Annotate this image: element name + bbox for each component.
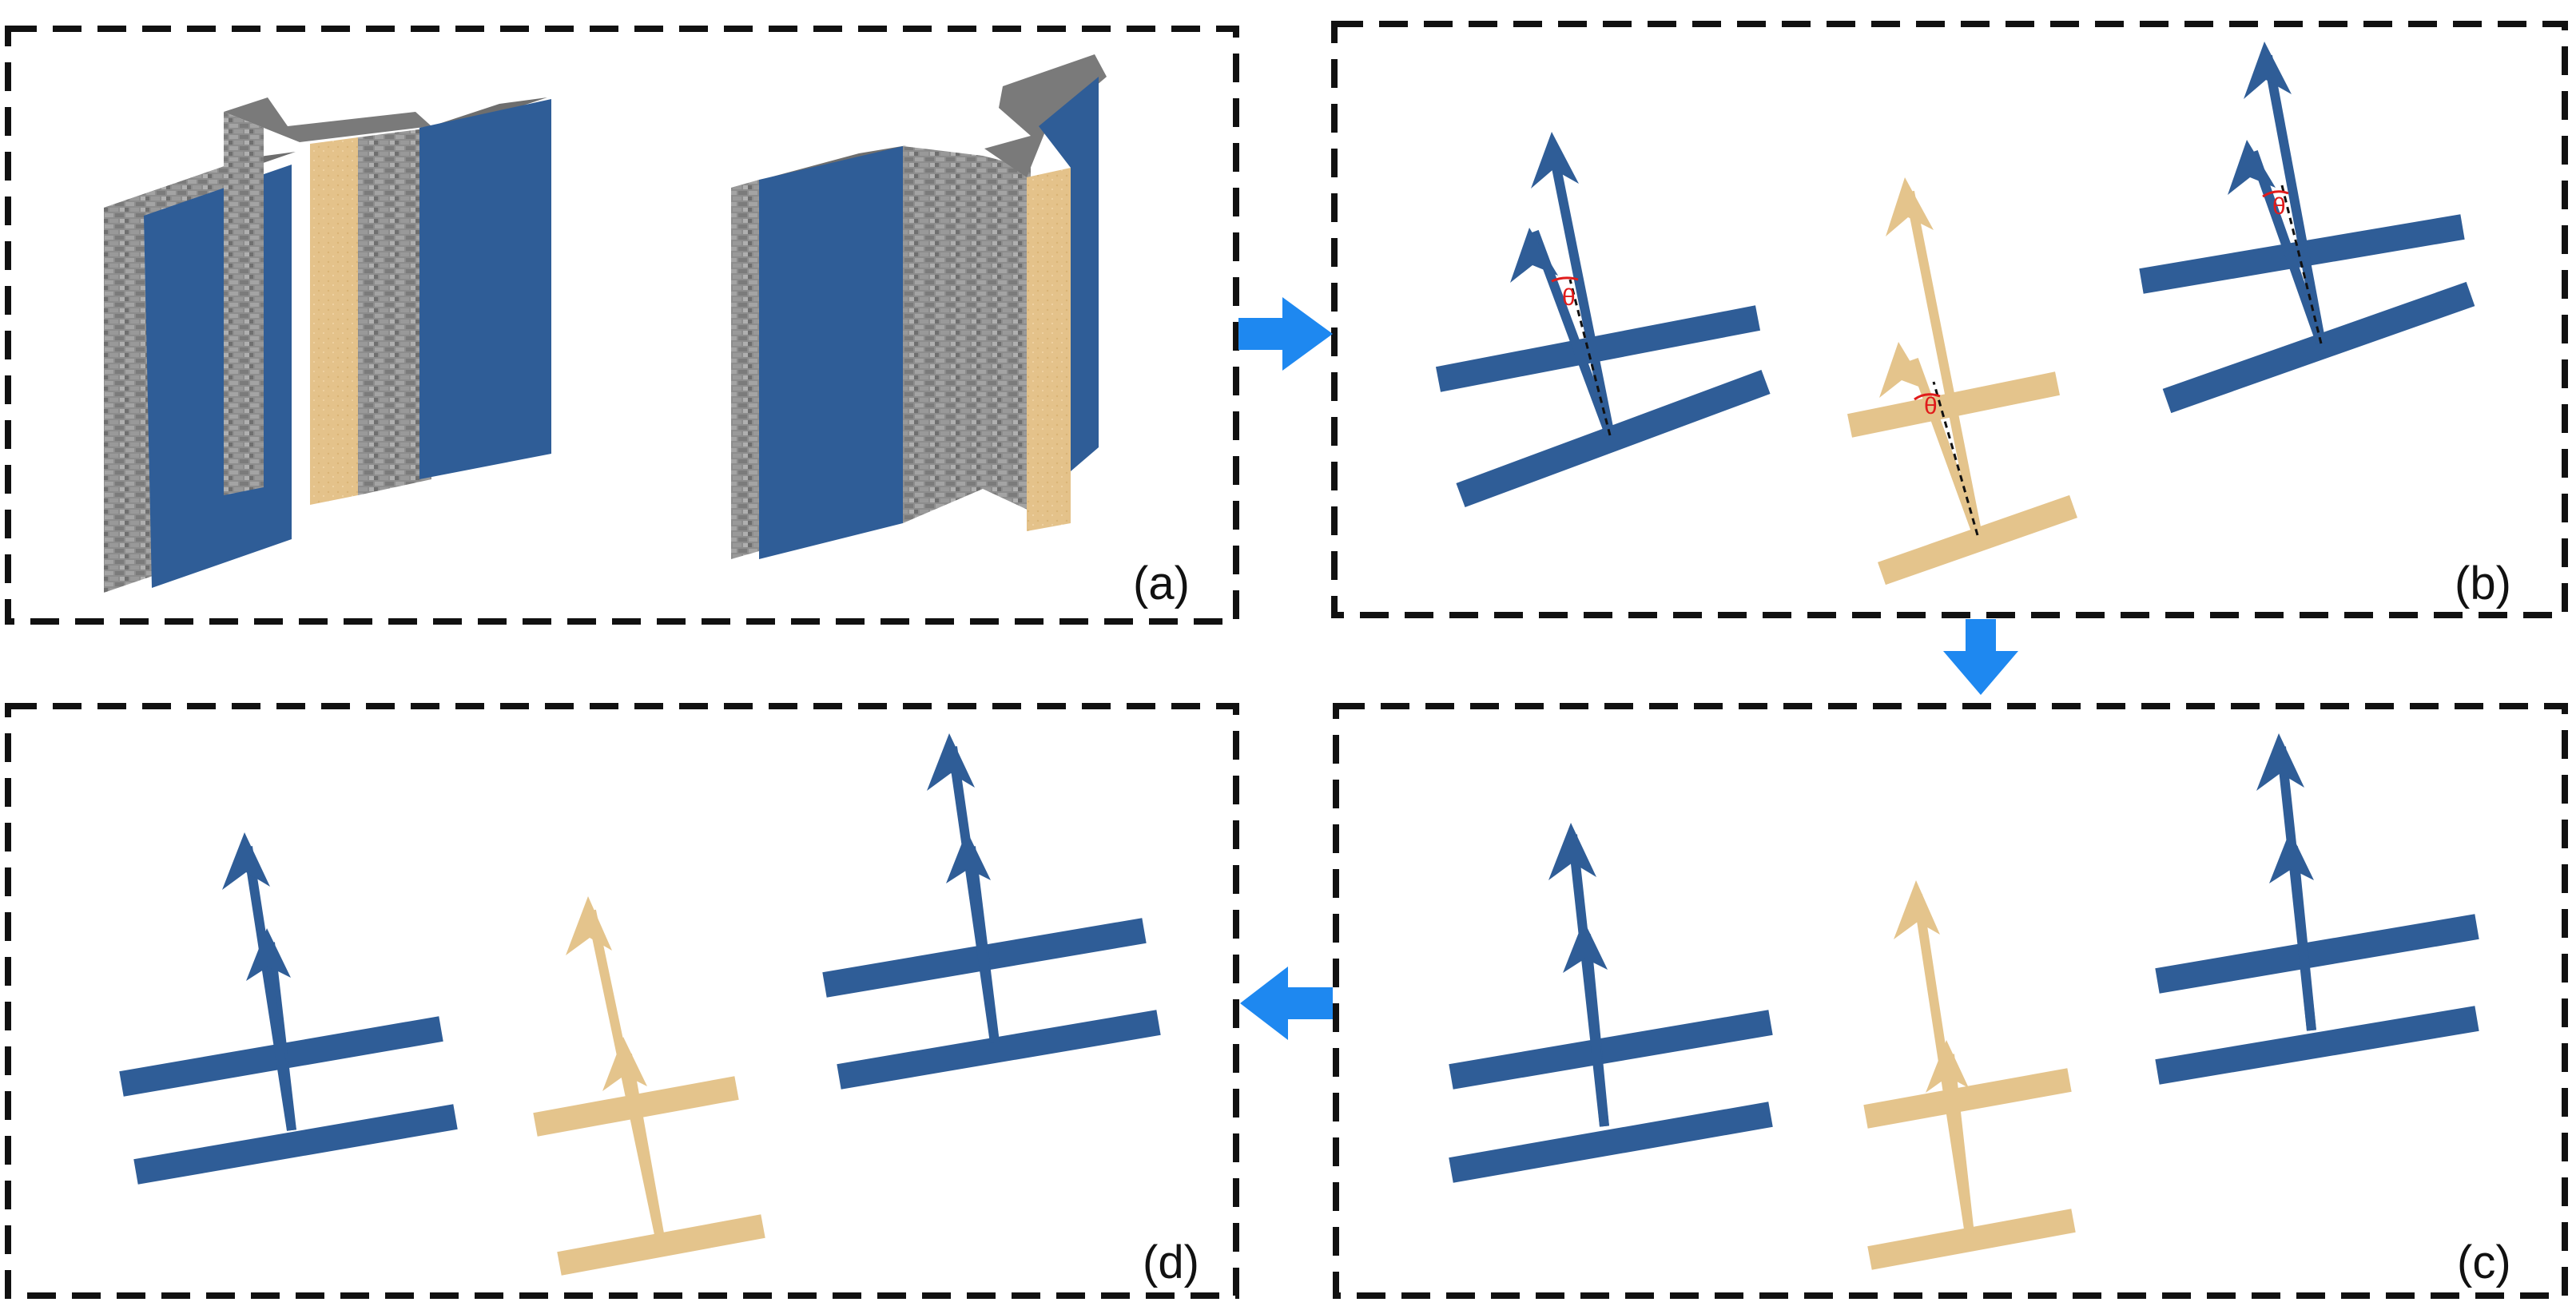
element-d1 <box>119 832 458 1185</box>
panel-c-label: (c) <box>2457 1237 2511 1288</box>
flow-arrow-a-to-b <box>1238 297 1333 371</box>
element-b2: θ <box>1847 177 2077 586</box>
panel-b <box>1331 21 2568 618</box>
panel-a <box>5 26 1239 625</box>
panel-d-label: (d) <box>1143 1237 1199 1288</box>
flow-arrow-c-to-d <box>1240 967 1333 1040</box>
panel-b-frame <box>1331 21 2568 618</box>
flow-arrow-b-to-c <box>1943 619 2018 695</box>
panel-c-frame <box>1333 703 2568 1299</box>
panel-b-label: (b) <box>2455 558 2511 609</box>
panel-a-frame <box>5 26 1239 625</box>
panel-d <box>5 703 1239 1299</box>
wall-model-left <box>104 97 551 593</box>
theta-label-b3: θ <box>2272 193 2286 220</box>
element-b3: θ <box>2139 42 2475 414</box>
panel-c <box>1333 703 2568 1299</box>
panel-d-frame <box>5 703 1239 1299</box>
element-d3 <box>822 733 1161 1090</box>
element-c2 <box>1863 880 2076 1270</box>
theta-label-b2: θ <box>1924 393 1938 419</box>
theta-label-b1: θ <box>1562 284 1576 311</box>
element-d2 <box>533 896 765 1276</box>
panel-a-label: (a) <box>1133 558 1190 609</box>
element-c1 <box>1449 823 1773 1183</box>
wall-model-right <box>731 54 1107 559</box>
element-b1: θ <box>1435 132 1771 507</box>
element-c3 <box>2155 733 2479 1085</box>
